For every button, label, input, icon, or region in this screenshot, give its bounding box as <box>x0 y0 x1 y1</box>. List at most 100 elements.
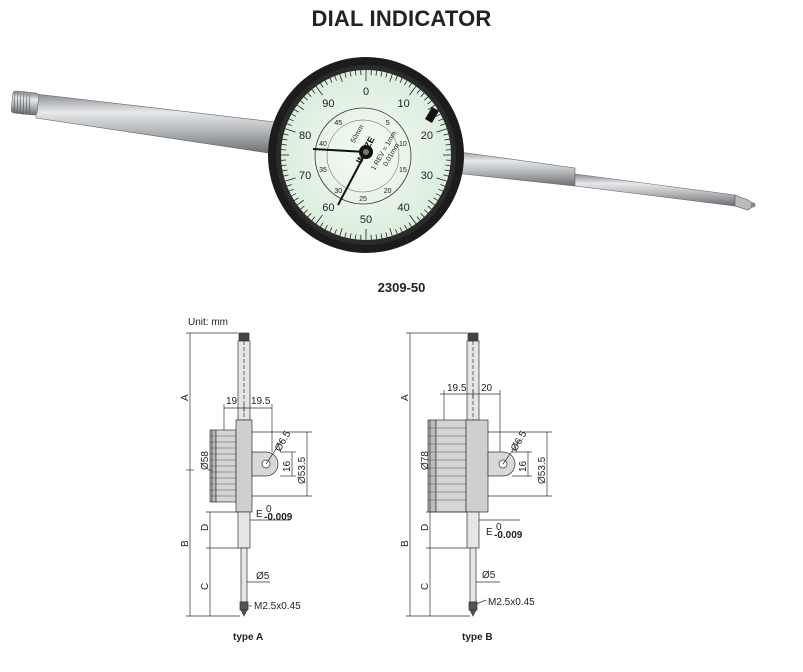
dim-b-dia-lug: Ø53.5 <box>537 456 548 484</box>
dial-minor-number: 10 <box>399 141 407 148</box>
dim-a-label-c: C <box>200 583 211 590</box>
dial-tick <box>311 216 316 221</box>
dial-tick <box>334 75 337 81</box>
dial-tick <box>296 104 304 111</box>
drawing-type-a <box>186 332 312 617</box>
dial-tick <box>285 128 296 133</box>
dial-tick <box>389 74 393 82</box>
caption-type-b: type B <box>462 632 493 643</box>
dial-tick <box>438 188 444 192</box>
dim-a-label-b: B <box>180 540 191 547</box>
dim-b-stem: Ø5 <box>482 570 496 581</box>
dial-tick <box>294 197 299 201</box>
dial-major-number: 50 <box>360 214 372 226</box>
page-title: DIAL INDICATOR <box>311 6 492 31</box>
dial-minor-number: 40 <box>319 141 327 148</box>
dial-tick <box>354 70 357 76</box>
dial-tick <box>433 197 438 201</box>
dial-tick <box>334 229 337 235</box>
dim-b-dia-body: Ø78 <box>420 451 431 470</box>
plunger-stem <box>444 149 756 211</box>
dial-tick <box>286 123 292 126</box>
dial-tick <box>399 77 403 83</box>
dial-tick <box>395 75 398 81</box>
dim-a-e-tol-bottom: -0.009 <box>264 512 293 523</box>
dial-tick <box>444 169 450 172</box>
dial-tick <box>404 80 408 86</box>
dial-tick <box>300 100 305 105</box>
dial-major-number: 0 <box>363 86 369 98</box>
dial-tick <box>443 133 449 136</box>
dial-tick <box>288 118 294 122</box>
dial-minor-number: 5 <box>386 120 390 127</box>
dial-tick <box>440 123 446 126</box>
dial-tick <box>329 77 333 83</box>
dim-a-label-a: A <box>180 394 191 401</box>
dial-tick <box>409 214 417 225</box>
dial-minor-number: 35 <box>319 167 327 174</box>
drawing-type-b <box>406 332 552 617</box>
dial-tick <box>424 209 429 214</box>
dial-tick <box>307 213 312 218</box>
dial-tick <box>354 234 357 240</box>
dial-tick <box>444 138 450 141</box>
dial-tick <box>380 71 383 77</box>
dim-b-label-b: B <box>400 540 411 547</box>
dim-a-lug: 16 <box>282 460 293 472</box>
dial-tick <box>427 205 432 210</box>
dial-tick <box>445 143 451 146</box>
dim-b-label-d: D <box>420 524 431 531</box>
dial-minor-number: 15 <box>399 167 407 174</box>
dial-major-number: 90 <box>322 98 334 110</box>
dim-a-e: E <box>256 509 263 520</box>
dim-b-thread: M2.5x0.45 <box>488 597 535 608</box>
dial-tick <box>315 214 323 225</box>
dial-tick <box>408 83 412 88</box>
dim-a-w1: 19 <box>226 396 238 407</box>
dial-tick <box>285 177 296 182</box>
dial-tick <box>320 83 324 88</box>
dial-minor-number: 30 <box>334 188 342 195</box>
dim-a-thread: M2.5x0.45 <box>254 601 301 612</box>
dial-major-number: 70 <box>299 170 311 182</box>
dial-tick <box>324 224 328 230</box>
dial-tick <box>385 232 388 238</box>
dial-tick <box>320 222 324 227</box>
dial-tick <box>428 199 436 206</box>
model-number: 2309-50 <box>377 280 426 295</box>
dial-tick <box>349 71 352 77</box>
dial-tick <box>380 233 383 239</box>
rear-tube <box>10 90 276 155</box>
dial-tick <box>344 232 347 238</box>
dim-a-dia-hole: Ø6.5 <box>273 429 294 454</box>
dial-tick <box>389 228 393 236</box>
dial-tick <box>416 89 421 94</box>
dial-tick <box>324 80 328 86</box>
dial-major-number: 40 <box>397 202 409 214</box>
dial-tick <box>404 224 408 230</box>
dial-tick <box>416 216 421 221</box>
dial-major-number: 60 <box>322 202 334 214</box>
dial-tick <box>282 169 288 172</box>
dial-tick <box>375 70 378 76</box>
dim-b-dia-hole: Ø6.5 <box>509 429 530 454</box>
dial-tick <box>311 89 316 94</box>
dial-tick <box>409 85 417 96</box>
dial-tick <box>315 85 323 96</box>
dim-b-lug: 16 <box>518 460 529 472</box>
dial-tick <box>294 109 299 113</box>
dial-tick <box>438 118 444 122</box>
dial-tick <box>286 184 292 187</box>
dial-tick <box>307 92 312 97</box>
dial-minor-number: 45 <box>334 120 342 127</box>
dim-b-e-tol-bottom: -0.009 <box>494 530 523 541</box>
dim-b-label-a: A <box>400 394 411 401</box>
dial-tick <box>428 104 436 111</box>
unit-label: Unit: mm <box>188 317 228 328</box>
dial-tick <box>283 133 289 136</box>
dial-tick <box>291 193 297 197</box>
dial-tick <box>281 164 287 167</box>
dial-major-number: 30 <box>421 170 433 182</box>
dim-b-e-tol-top: 0 <box>496 522 502 533</box>
